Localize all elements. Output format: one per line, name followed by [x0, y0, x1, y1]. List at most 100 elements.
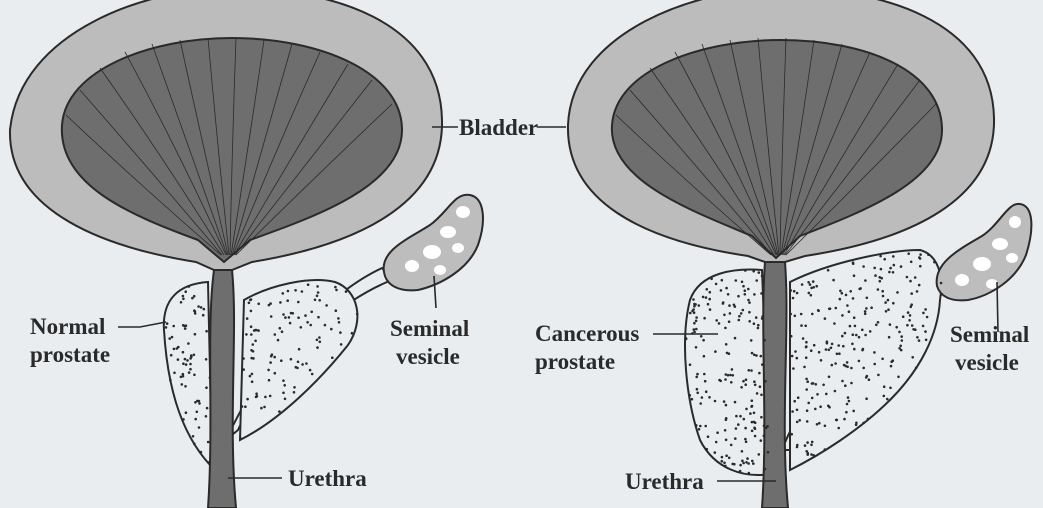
stipple-dot — [324, 324, 327, 327]
stipple-dot — [193, 309, 196, 312]
stipple-dot — [695, 320, 698, 323]
stipple-dot — [889, 323, 892, 326]
stipple-dot — [742, 285, 745, 288]
stipple-dot — [335, 289, 338, 292]
stipple-dot — [728, 304, 731, 307]
stipple-dot — [858, 360, 861, 363]
stipple-dot — [764, 380, 767, 383]
stipple-dot — [744, 289, 747, 292]
stipple-dot — [317, 291, 320, 294]
stipple-dot — [337, 317, 340, 320]
stipple-dot — [748, 369, 751, 372]
stipple-dot — [723, 462, 726, 465]
stipple-dot — [825, 393, 828, 396]
stipple-dot — [892, 255, 895, 258]
stipple-dot — [864, 279, 867, 282]
stipple-dot — [708, 298, 711, 301]
stipple-dot — [833, 322, 836, 325]
stipple-dot — [819, 405, 822, 408]
stipple-dot — [751, 352, 754, 355]
stipple-dot — [754, 384, 757, 387]
stipple-dot — [810, 294, 813, 297]
stipple-dot — [866, 297, 869, 300]
stipple-dot — [805, 356, 808, 359]
stipple-dot — [751, 399, 754, 402]
stipple-dot — [818, 351, 821, 354]
stipple-dot — [284, 398, 287, 401]
stipple-dot — [177, 358, 180, 361]
stipple-dot — [748, 472, 751, 475]
bladder-label: Bladder — [459, 115, 538, 140]
stipple-dot — [865, 397, 868, 400]
stipple-dot — [250, 325, 253, 328]
stipple-dot — [741, 460, 744, 463]
stipple-dot — [316, 346, 319, 349]
stipple-dot — [301, 290, 304, 293]
stipple-dot — [796, 421, 799, 424]
stipple-dot — [933, 261, 936, 264]
stipple-dot — [889, 387, 892, 390]
stipple-dot — [709, 291, 712, 294]
stipple-dot — [284, 316, 287, 319]
stipple-dot — [862, 422, 865, 425]
stipple-dot — [739, 415, 742, 418]
stipple-dot — [248, 302, 251, 305]
stipple-dot — [834, 390, 837, 393]
stipple-dot — [246, 317, 249, 320]
stipple-dot — [806, 409, 809, 412]
stipple-dot — [852, 261, 855, 264]
stipple-dot — [895, 326, 898, 329]
stipple-dot — [790, 335, 793, 338]
stipple-dot — [170, 354, 173, 357]
stipple-dot — [325, 304, 328, 307]
stipple-dot — [805, 345, 808, 348]
stipple-dot — [887, 308, 890, 311]
stipple-dot — [749, 412, 752, 415]
stipple-dot — [695, 346, 698, 349]
stipple-dot — [845, 294, 848, 297]
stipple-dot — [834, 362, 837, 365]
stipple-dot — [338, 321, 341, 324]
stipple-dot — [882, 295, 885, 298]
stipple-dot — [305, 362, 308, 365]
stipple-dot — [747, 288, 750, 291]
stipple-dot — [176, 347, 179, 350]
stipple-dot — [892, 359, 895, 362]
stipple-dot — [345, 290, 348, 293]
stipple-dot — [734, 437, 737, 440]
stipple-dot — [759, 385, 762, 388]
stipple-dot — [835, 307, 838, 310]
stipple-dot — [185, 363, 188, 366]
stipple-dot — [758, 453, 761, 456]
stipple-dot — [888, 271, 891, 274]
stipple-dot — [169, 379, 172, 382]
stipple-dot — [294, 289, 297, 292]
stipple-dot — [696, 373, 699, 376]
stipple-dot — [317, 316, 320, 319]
stipple-dot — [718, 322, 721, 325]
stipple-dot — [879, 255, 882, 258]
stipple-dot — [735, 427, 738, 430]
stipple-dot — [182, 373, 185, 376]
stipple-dot — [180, 301, 183, 304]
stipple-dot — [832, 279, 835, 282]
stipple-dot — [755, 316, 758, 319]
stipple-dot — [789, 313, 792, 316]
stipple-dot — [807, 281, 810, 284]
stipple-dot — [760, 416, 763, 419]
stipple-dot — [873, 351, 876, 354]
stipple-dot — [739, 464, 742, 467]
stipple-dot — [173, 372, 176, 375]
stipple-dot — [884, 301, 887, 304]
stipple-dot — [802, 337, 805, 340]
stipple-dot — [753, 293, 756, 296]
stipple-dot — [282, 392, 285, 395]
stipple-dot — [197, 305, 200, 308]
stipple-dot — [722, 302, 725, 305]
stipple-dot — [805, 388, 808, 391]
stipple-dot — [246, 398, 249, 401]
stipple-dot — [703, 317, 706, 320]
stipple-dot — [274, 333, 277, 336]
stipple-dot — [811, 397, 814, 400]
stipple-dot — [907, 252, 910, 255]
